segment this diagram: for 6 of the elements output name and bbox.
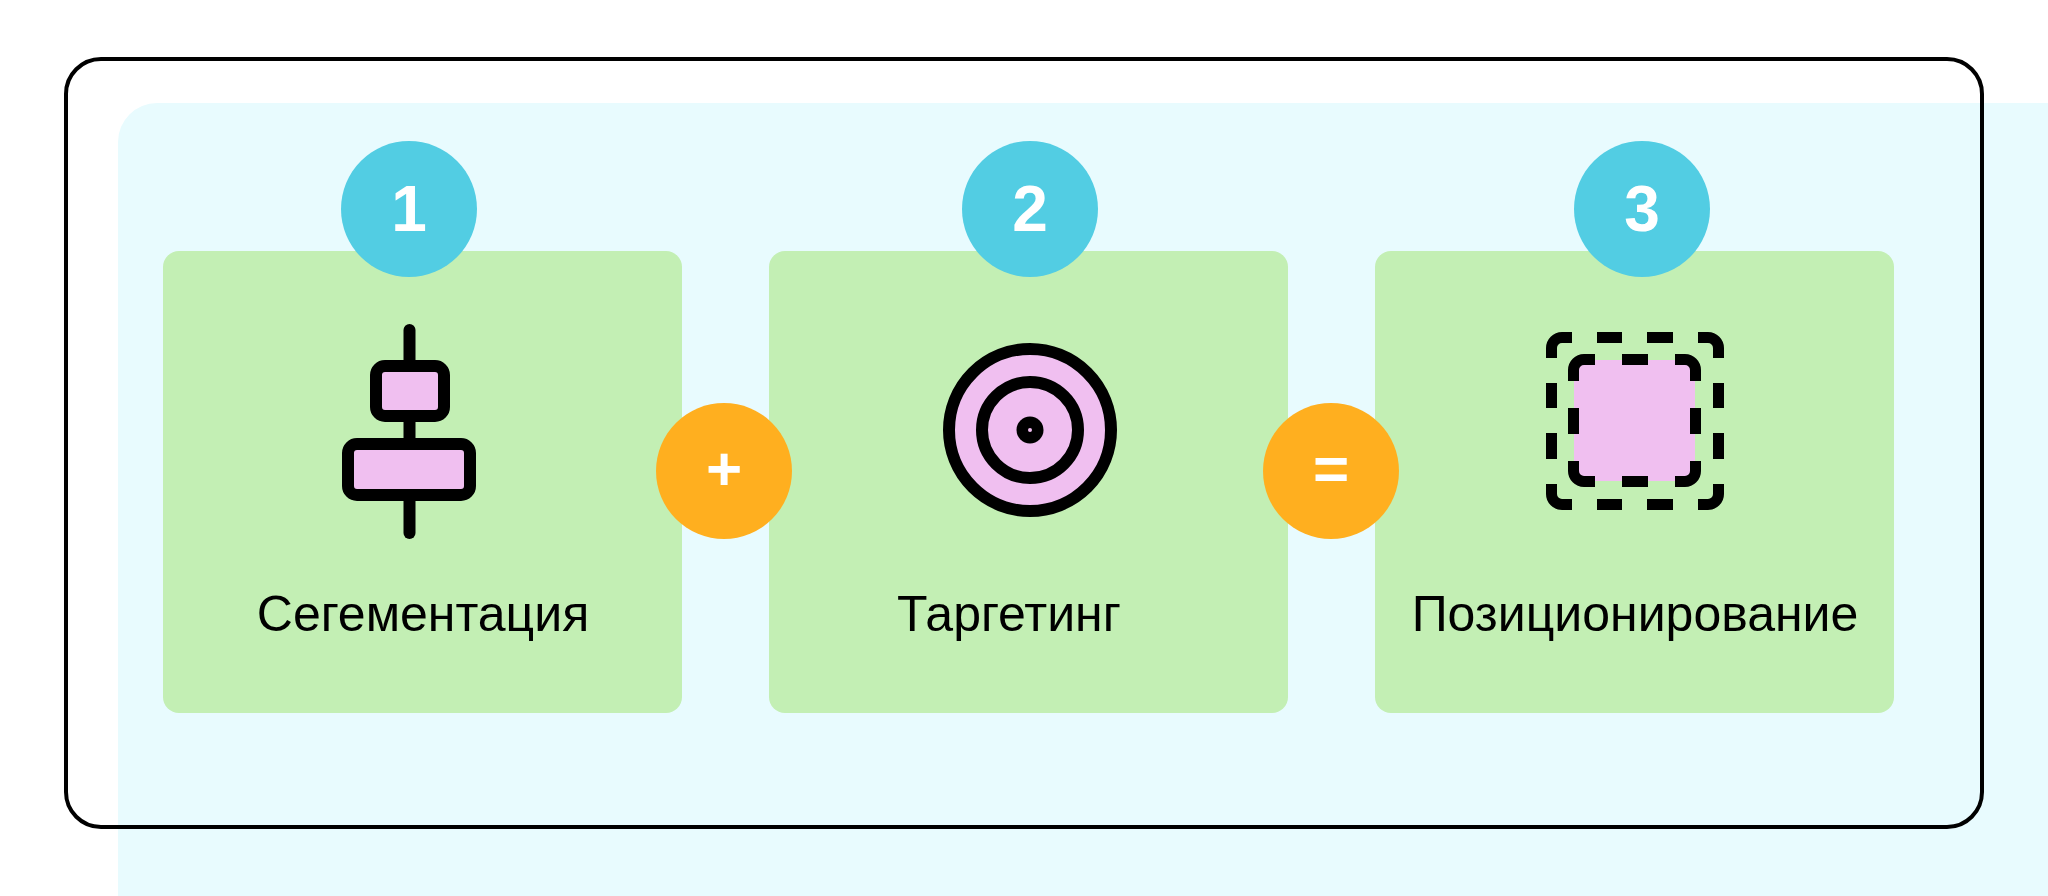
step-card: [769, 251, 1288, 713]
step-label: Таргетинг: [897, 585, 1121, 643]
step-label: Сегементация: [256, 585, 590, 643]
step-label: Позиционирование: [1411, 585, 1859, 643]
step-card: [163, 251, 682, 713]
step-card: [1375, 251, 1894, 713]
